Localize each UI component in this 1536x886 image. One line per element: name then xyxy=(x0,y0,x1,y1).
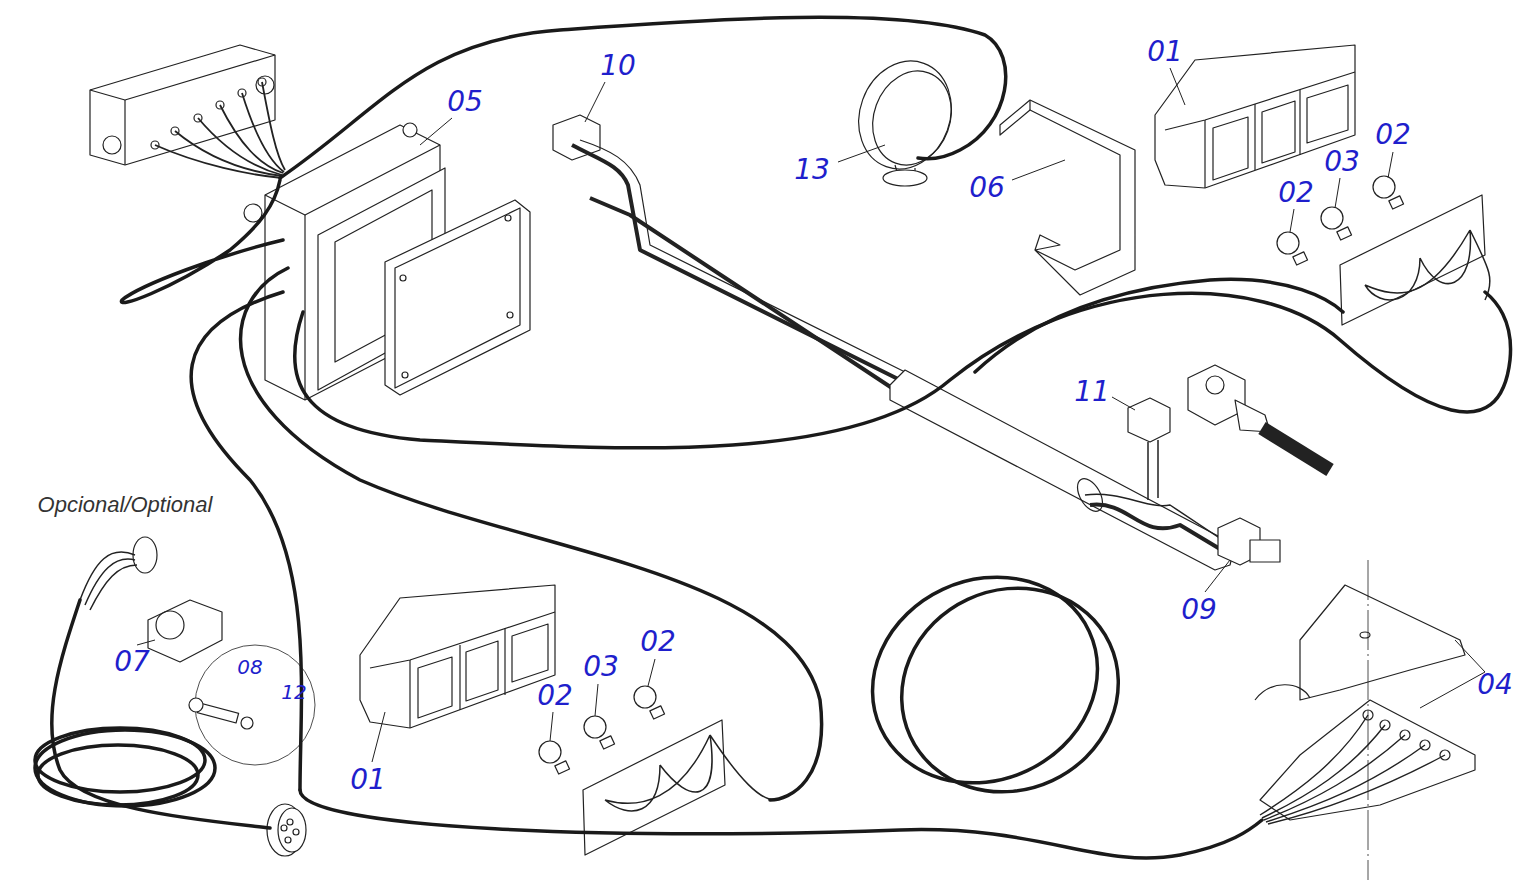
callout-number: 02 xyxy=(1278,178,1314,209)
callout-number: 01 xyxy=(350,765,386,796)
callout-number: 12 xyxy=(281,681,306,703)
callout-number: 09 xyxy=(1181,595,1217,626)
callout-number: 03 xyxy=(1324,147,1360,178)
callout-number: 04 xyxy=(1477,670,1513,701)
callout-number: 02 xyxy=(1375,120,1411,151)
callout-number: 05 xyxy=(447,87,483,118)
callout-number: 11 xyxy=(1074,377,1110,408)
callout-number: 02 xyxy=(640,627,676,658)
callout-number: 13 xyxy=(794,155,830,186)
callout-number: 10 xyxy=(600,51,636,82)
callout-number: 01 xyxy=(1147,37,1183,68)
callout-number: 06 xyxy=(969,173,1005,204)
callout-number: 03 xyxy=(583,652,619,683)
note-label: Opcional/Optional xyxy=(38,493,213,517)
callout-number: 08 xyxy=(237,656,262,678)
callout-number: 02 xyxy=(537,681,573,712)
callout-number: 07 xyxy=(114,647,150,678)
